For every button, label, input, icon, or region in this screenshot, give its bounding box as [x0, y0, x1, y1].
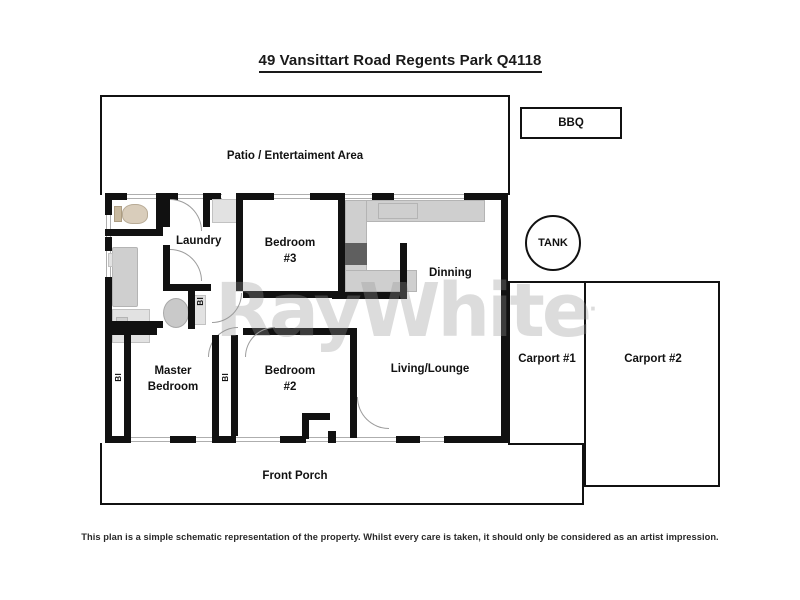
room-label-carport1: Carport #1 — [518, 353, 576, 365]
bathroom-wall-bottom — [105, 321, 163, 328]
patio-outline — [100, 95, 510, 195]
exterior-wall-right-b — [501, 283, 508, 443]
kitchen-wall-peninsula-v — [400, 243, 407, 299]
round-basin-icon — [163, 298, 189, 328]
exterior-wall-bottom-a — [105, 436, 131, 443]
exterior-wall-bottom-d — [280, 436, 306, 443]
bi-wardrobe-1-wall — [188, 291, 195, 329]
window-left-1 — [106, 215, 111, 237]
carport2-outline — [584, 281, 720, 487]
room-label-bedroom2-number: #2 — [283, 381, 297, 393]
exterior-wall-top-f — [310, 193, 338, 200]
page-title: 49 Vansittart Road Regents Park Q4118 — [0, 52, 800, 73]
disclaimer-text: This plan is a simple schematic represen… — [81, 532, 719, 542]
bedroom3-door-arc — [212, 293, 242, 323]
exterior-wall-right-a — [501, 193, 508, 283]
window-top-2 — [178, 194, 222, 199]
front-porch-outline — [100, 443, 584, 505]
toilet-cistern-icon — [114, 206, 122, 222]
wc-wall-right — [156, 193, 163, 236]
window-top-5 — [394, 194, 464, 199]
entry-step-vertical — [302, 413, 309, 439]
room-label-bedroom2-name: Bedroom — [264, 365, 316, 377]
room-label-bedroom3: Bedroom #3 — [265, 235, 315, 267]
room-label-bedroom2: Bedroom #2 — [265, 363, 315, 395]
bbq-box: BBQ — [520, 107, 622, 139]
tank-circle: TANK — [525, 215, 581, 271]
laundry-wall-lower-left — [163, 245, 170, 291]
bedroom3-wall-left — [236, 193, 243, 291]
plan-canvas: Patio / Entertaiment Area BBQ TANK Front… — [100, 95, 720, 505]
bedroom3-wall-right — [338, 193, 345, 298]
master-bi-wall-left — [105, 335, 112, 436]
laundry-door-arc-2 — [170, 249, 202, 281]
exterior-wall-bottom-f — [396, 436, 420, 443]
window-bottom-3 — [236, 437, 280, 442]
toilet-pan-icon — [122, 204, 148, 224]
exterior-wall-top-g — [372, 193, 394, 200]
exterior-wall-top-d — [203, 193, 221, 200]
bbq-label: BBQ — [558, 117, 584, 129]
master-wall-top — [105, 328, 157, 335]
exterior-wall-top-h — [464, 193, 508, 200]
wc-wall-bottom — [105, 229, 163, 236]
bedroom2-wall-right — [350, 328, 357, 438]
room-label-laundry: Laundry — [176, 235, 222, 247]
bedroom2-bi-partition — [231, 335, 238, 436]
window-top-1 — [127, 194, 163, 199]
bathtub-tap-icon — [108, 253, 113, 267]
room-label-dinning: Dinning — [429, 267, 472, 279]
tank-label: TANK — [538, 237, 568, 249]
bedroom2-bi-outer — [212, 335, 219, 436]
room-label-master: Master Bedroom — [148, 363, 198, 395]
master-bi-partition — [124, 335, 131, 436]
window-bottom-2 — [196, 437, 212, 442]
window-top-4 — [338, 194, 372, 199]
exterior-wall-left-c — [105, 277, 112, 321]
laundry-tub — [212, 199, 238, 223]
kitchen-bench-return — [345, 270, 417, 292]
kitchen-stove-icon — [345, 243, 367, 265]
exterior-wall-bottom-e — [328, 431, 336, 443]
window-bottom-1 — [131, 437, 170, 442]
bathtub-icon — [112, 247, 138, 307]
disclaimer: This plan is a simple schematic represen… — [0, 532, 800, 542]
exterior-wall-bottom-c — [212, 436, 236, 443]
room-label-master-name: Master — [154, 365, 192, 377]
room-label-patio: Patio / Entertaiment Area — [226, 150, 364, 162]
exterior-wall-top-b — [163, 193, 178, 200]
entry-step-horizontal — [302, 413, 330, 420]
window-top-3 — [274, 194, 310, 199]
page-title-text: 49 Vansittart Road Regents Park Q4118 — [258, 52, 542, 73]
kitchen-sink-icon — [378, 203, 418, 219]
bedroom2-wall-top — [243, 328, 357, 335]
exterior-wall-left-b — [105, 237, 112, 251]
bi-wardrobe-label-3: BI — [221, 373, 230, 382]
bedroom3-wall-bottom — [243, 291, 345, 298]
exterior-wall-bottom-g — [444, 436, 508, 443]
window-bottom-4 — [306, 437, 328, 442]
room-label-front-porch: Front Porch — [262, 470, 328, 482]
room-label-bedroom3-name: Bedroom — [264, 237, 316, 249]
room-label-carport2: Carport #2 — [624, 353, 682, 365]
room-label-living: Living/Lounge — [390, 363, 470, 375]
exterior-wall-top-a — [105, 193, 127, 200]
room-label-master-sub: Bedroom — [147, 381, 199, 393]
room-label-bedroom3-number: #3 — [283, 253, 297, 265]
bi-wardrobe-label-1: BI — [196, 297, 205, 306]
exterior-wall-bottom-b — [170, 436, 196, 443]
window-bottom-5 — [336, 437, 396, 442]
kitchen-wall-peninsula-h — [332, 292, 407, 299]
window-bottom-6 — [420, 437, 444, 442]
bi-wardrobe-label-2: BI — [114, 373, 123, 382]
laundry-door-arc-1 — [170, 199, 202, 231]
laundry-wall-lower-bottom — [163, 284, 211, 291]
living-entry-door-arc — [357, 397, 389, 429]
laundry-wall-right — [203, 193, 210, 227]
exterior-wall-top-e — [238, 193, 274, 200]
exterior-wall-left-a — [105, 193, 112, 215]
laundry-wall-left — [163, 193, 170, 227]
